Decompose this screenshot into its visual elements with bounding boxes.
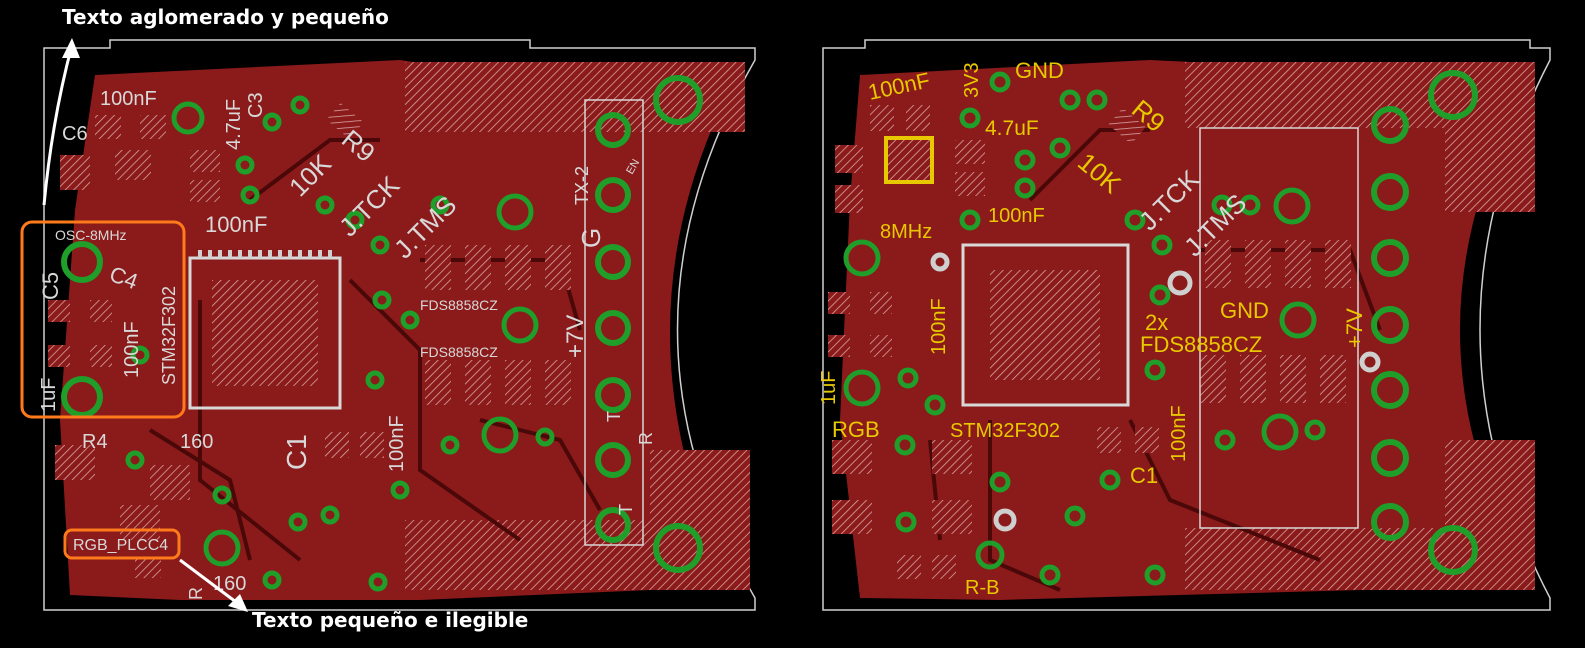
- left-label: 1uF: [38, 378, 60, 412]
- right-label: +7V: [1342, 308, 1367, 348]
- right-label: 2x: [1145, 310, 1168, 335]
- bottom-arrow: [179, 558, 241, 607]
- right-label: 8MHz: [880, 221, 932, 243]
- left-label: 4.7uF: [223, 99, 245, 150]
- left-label: 100nF: [100, 88, 157, 110]
- left-label: G: [576, 228, 606, 248]
- right-label: 100nF: [928, 298, 950, 355]
- left-label: T: [604, 411, 624, 422]
- left-label: T: [616, 504, 636, 515]
- right-label: 4.7uF: [985, 117, 1039, 140]
- left-label: RGB_PLCC4: [73, 537, 168, 554]
- right-label: 3V3: [961, 62, 983, 98]
- top-arrow: [42, 44, 74, 206]
- left-label: 100nF: [386, 415, 408, 472]
- right-label: 100nF: [1168, 405, 1190, 462]
- left-label: R4: [82, 431, 108, 453]
- bottom-arrow-head: [228, 594, 248, 612]
- left-label: FDS8858CZ: [420, 344, 498, 360]
- left-label: C6: [62, 123, 88, 145]
- annotations: Texto aglomerado y pequeño Texto pequeño…: [42, 5, 528, 632]
- right-label: GND: [1220, 298, 1269, 323]
- left-label: C5: [38, 272, 63, 300]
- left-label: 100nF: [205, 212, 267, 237]
- highlighted-pad: [884, 136, 934, 184]
- right-label: 1uF: [818, 371, 840, 405]
- left-label: +7V: [562, 315, 589, 358]
- left-label: STM32F302: [159, 286, 179, 385]
- left-label: R: [636, 432, 656, 445]
- cluttered-text-highlight: [20, 220, 186, 419]
- left-label: 160: [180, 431, 213, 453]
- illegible-text-highlight: [63, 528, 181, 560]
- right-label: R-B: [965, 577, 999, 599]
- left-pcb-board: 100nF C6 4.7uF C3 R9 10K J.TCK J.TMS TX-…: [20, 39, 756, 611]
- left-label: C1: [281, 434, 312, 470]
- left-label: 160: [213, 573, 246, 595]
- right-label: GND: [1015, 58, 1064, 83]
- right-pcb-board: 3V3 GND 100nF 4.7uF R9 10K J.TCK J.TMS 1…: [818, 39, 1551, 611]
- left-label: 100nF: [121, 321, 143, 378]
- left-label: R: [186, 587, 206, 600]
- right-label: 100nF: [988, 205, 1045, 227]
- left-label: C3: [245, 92, 267, 118]
- right-label: STM32F302: [950, 420, 1060, 442]
- left-label: OSC-8MHz: [55, 227, 127, 243]
- left-label: TX-2: [572, 166, 592, 205]
- right-label: C1: [1130, 463, 1158, 488]
- top-arrow-head: [62, 38, 80, 58]
- left-label: FDS8858CZ: [420, 297, 498, 313]
- right-label: FDS8858CZ: [1140, 332, 1262, 357]
- top-annotation: Texto aglomerado y pequeño: [62, 5, 389, 29]
- bottom-annotation: Texto pequeño e ilegible: [252, 608, 528, 632]
- right-label: RGB: [832, 417, 880, 442]
